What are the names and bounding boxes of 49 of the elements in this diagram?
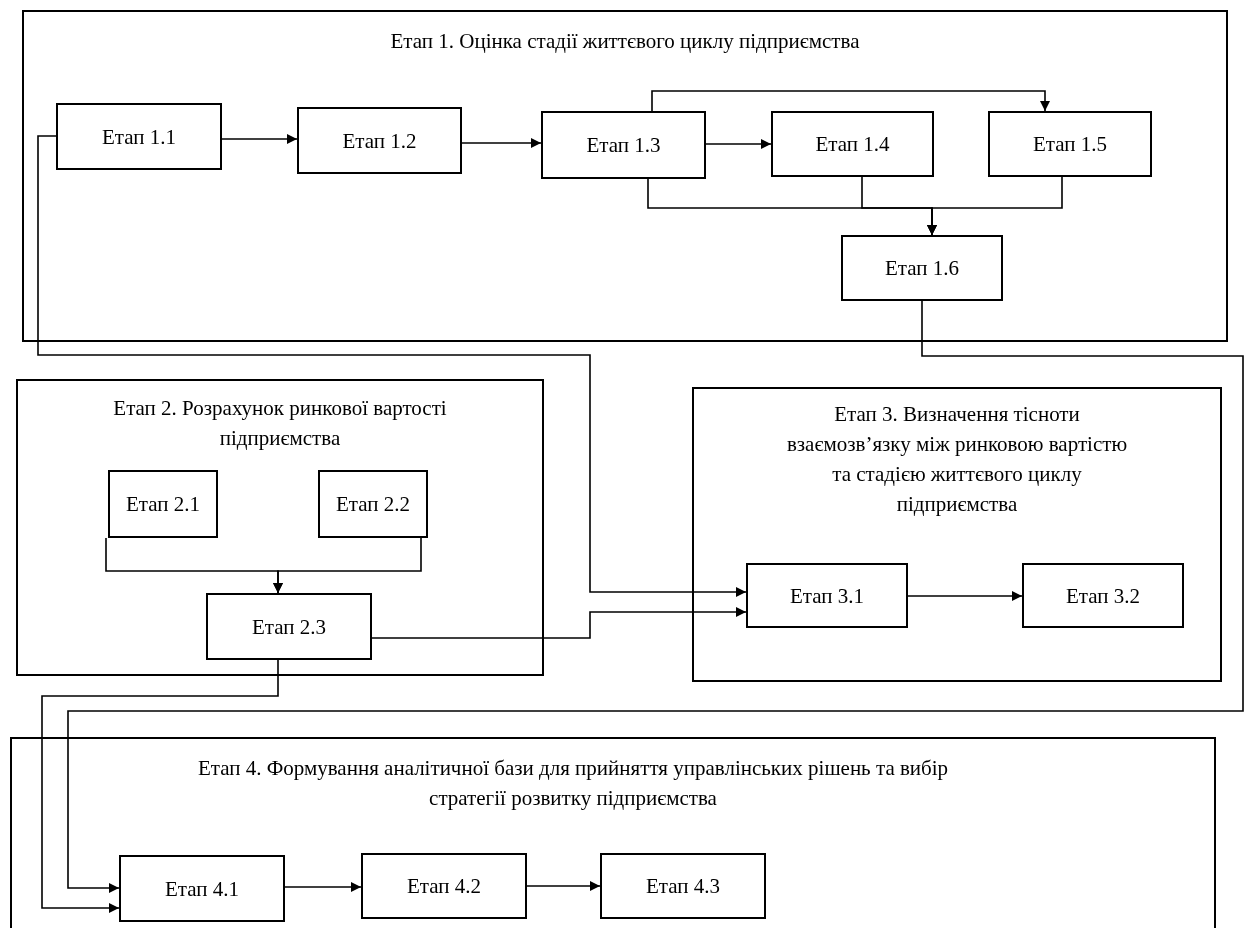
stage-title: Етап 1. Оцінка стадії життєвого циклу підприємства [389,28,861,55]
arrow [37,135,747,597]
step-box [297,107,462,174]
step-label: Етап 2.1 [124,491,201,518]
step-box [108,470,218,538]
stage-group-box [16,379,544,676]
arrow [221,134,298,144]
step-label: Етап 1.1 [100,123,177,151]
stage-title: Етап 4. Формування аналітичної бази для прийняття управлінських рішень та вибір стратегії розвитку підприємства [196,755,950,812]
step-box [361,853,527,919]
arrow [907,591,1023,601]
step-label: Етап 1.6 [883,255,960,282]
arrow [927,176,1063,236]
step-label: Етап 4.2 [405,873,482,900]
step-label: Етап 1.4 [814,131,891,158]
arrow [651,90,1050,112]
stage-title: Етап 2. Розрахунок ринкової вартості підприємства [112,395,448,452]
step-label: Етап 2.2 [334,491,411,518]
step-label: Етап 4.1 [163,875,240,903]
step-box [600,853,766,919]
stage-group-box [692,387,1222,682]
arrow [461,138,542,148]
arrow [41,659,279,913]
step-label: Етап 1.3 [585,132,662,159]
stage-title: Етап 3. Визначення тісноти взаємозв’язку між ринковою вартістю та стадією життєвого циклу підприємства [785,401,1129,518]
arrow [371,607,747,639]
step-box [841,235,1003,301]
stage-group-box [22,10,1228,342]
step-label: Етап 2.3 [250,613,327,641]
step-box [541,111,706,179]
step-box [56,103,222,170]
step-box [746,563,908,628]
arrow [526,881,601,891]
step-label: Етап 1.2 [341,127,418,155]
step-label: Етап 3.2 [1064,582,1141,610]
arrow [284,882,362,892]
step-box [771,111,934,177]
step-label: Етап 4.3 [644,873,721,900]
step-box [1022,563,1184,628]
step-box [988,111,1152,177]
step-box [318,470,428,538]
step-box [206,593,372,660]
arrow [705,139,772,149]
step-box [119,855,285,922]
step-label: Етап 1.5 [1031,131,1108,158]
step-label: Етап 3.1 [788,582,865,610]
arrow [67,300,1244,893]
stage-group-box [10,737,1216,928]
arrow [273,537,422,594]
